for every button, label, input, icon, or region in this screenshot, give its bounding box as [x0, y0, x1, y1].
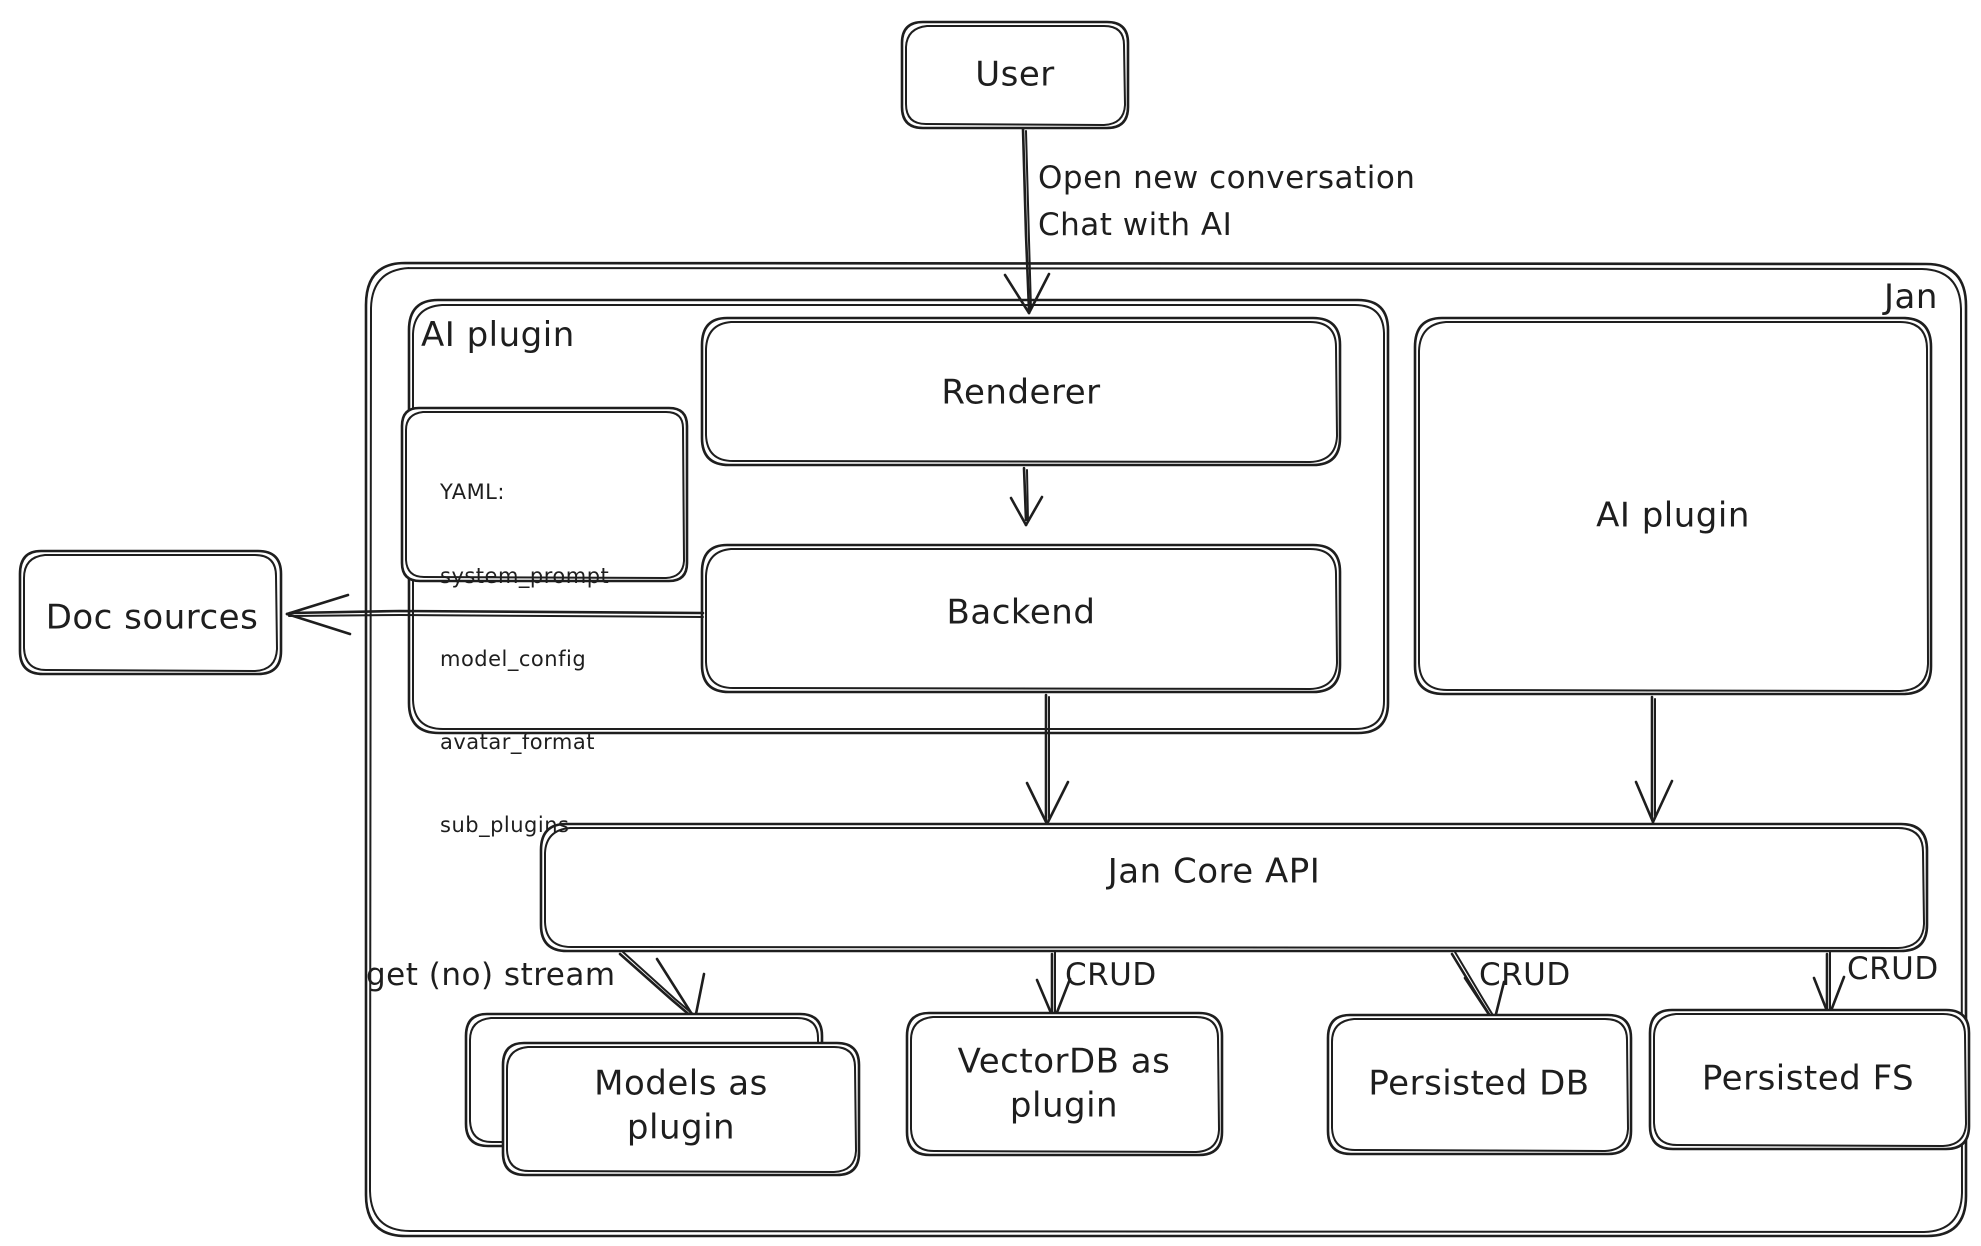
yaml-header: YAML:	[440, 480, 505, 505]
node-label-renderer: Renderer	[941, 372, 1101, 413]
edge-label-crud-persisted-fs: CRUD	[1847, 951, 1939, 987]
node-label-persisted-fs: Persisted FS	[1701, 1058, 1915, 1099]
node-renderer-box	[700, 316, 1342, 467]
edge-label-chat-with-ai: Chat with AI	[1038, 207, 1233, 243]
node-label-backend: Backend	[946, 592, 1096, 633]
yaml-key-avatar-format: avatar_format	[440, 729, 595, 754]
yaml-key-sub-plugins: sub_plugins	[440, 813, 570, 838]
edge-ai-plugin-to-core	[1634, 695, 1674, 824]
group-label-jan: Jan	[1884, 277, 1938, 317]
yaml-card-text: YAML: system_prompt model_config avatar_…	[440, 424, 609, 895]
node-label-models-as-plugin: Models as plugin	[594, 1063, 768, 1147]
edge-label-get-no-stream: get (no) stream	[366, 957, 616, 993]
yaml-key-system-prompt: system_prompt	[440, 563, 610, 588]
node-label-vectordb-as-plugin: VectorDB as plugin	[957, 1041, 1171, 1125]
yaml-key-model-config: model_config	[440, 646, 587, 671]
node-label-jan-core-api: Jan Core API	[1107, 851, 1321, 892]
edge-label-crud-vectordb: CRUD	[1065, 957, 1157, 993]
node-ai-plugin-right-box	[1413, 316, 1933, 696]
node-label-ai-plugin-right: AI plugin	[1596, 495, 1750, 536]
node-label-persisted-db: Persisted DB	[1368, 1063, 1590, 1104]
edge-backend-to-doc-sources	[285, 593, 705, 636]
node-user-box	[900, 20, 1130, 130]
edge-core-to-persisted-fs	[1812, 951, 1846, 1018]
node-persisted-fs-box	[1648, 1008, 1971, 1151]
node-doc-sources-box	[18, 549, 283, 676]
edge-renderer-to-backend	[1009, 466, 1044, 527]
node-jan-core-api-box	[539, 822, 1929, 953]
edge-user-to-renderer	[1003, 127, 1051, 315]
edge-backend-to-core	[1025, 693, 1070, 826]
group-ai-plugin-container	[407, 298, 1390, 735]
node-label-user: User	[975, 54, 1055, 95]
node-models-as-plugin-box	[464, 1012, 861, 1177]
node-yaml-card	[400, 406, 689, 583]
edge-label-open-new-conversation: Open new conversation	[1038, 160, 1416, 196]
edge-core-to-models	[618, 951, 706, 1021]
group-label-ai-plugin: AI plugin	[421, 315, 575, 355]
node-backend-box	[700, 543, 1342, 694]
node-label-doc-sources: Doc sources	[45, 597, 259, 638]
node-persisted-db-box	[1326, 1013, 1633, 1156]
node-vectordb-as-plugin-box	[905, 1011, 1224, 1157]
group-jan-container	[364, 261, 1968, 1238]
edge-label-crud-persisted-db: CRUD	[1479, 957, 1571, 993]
